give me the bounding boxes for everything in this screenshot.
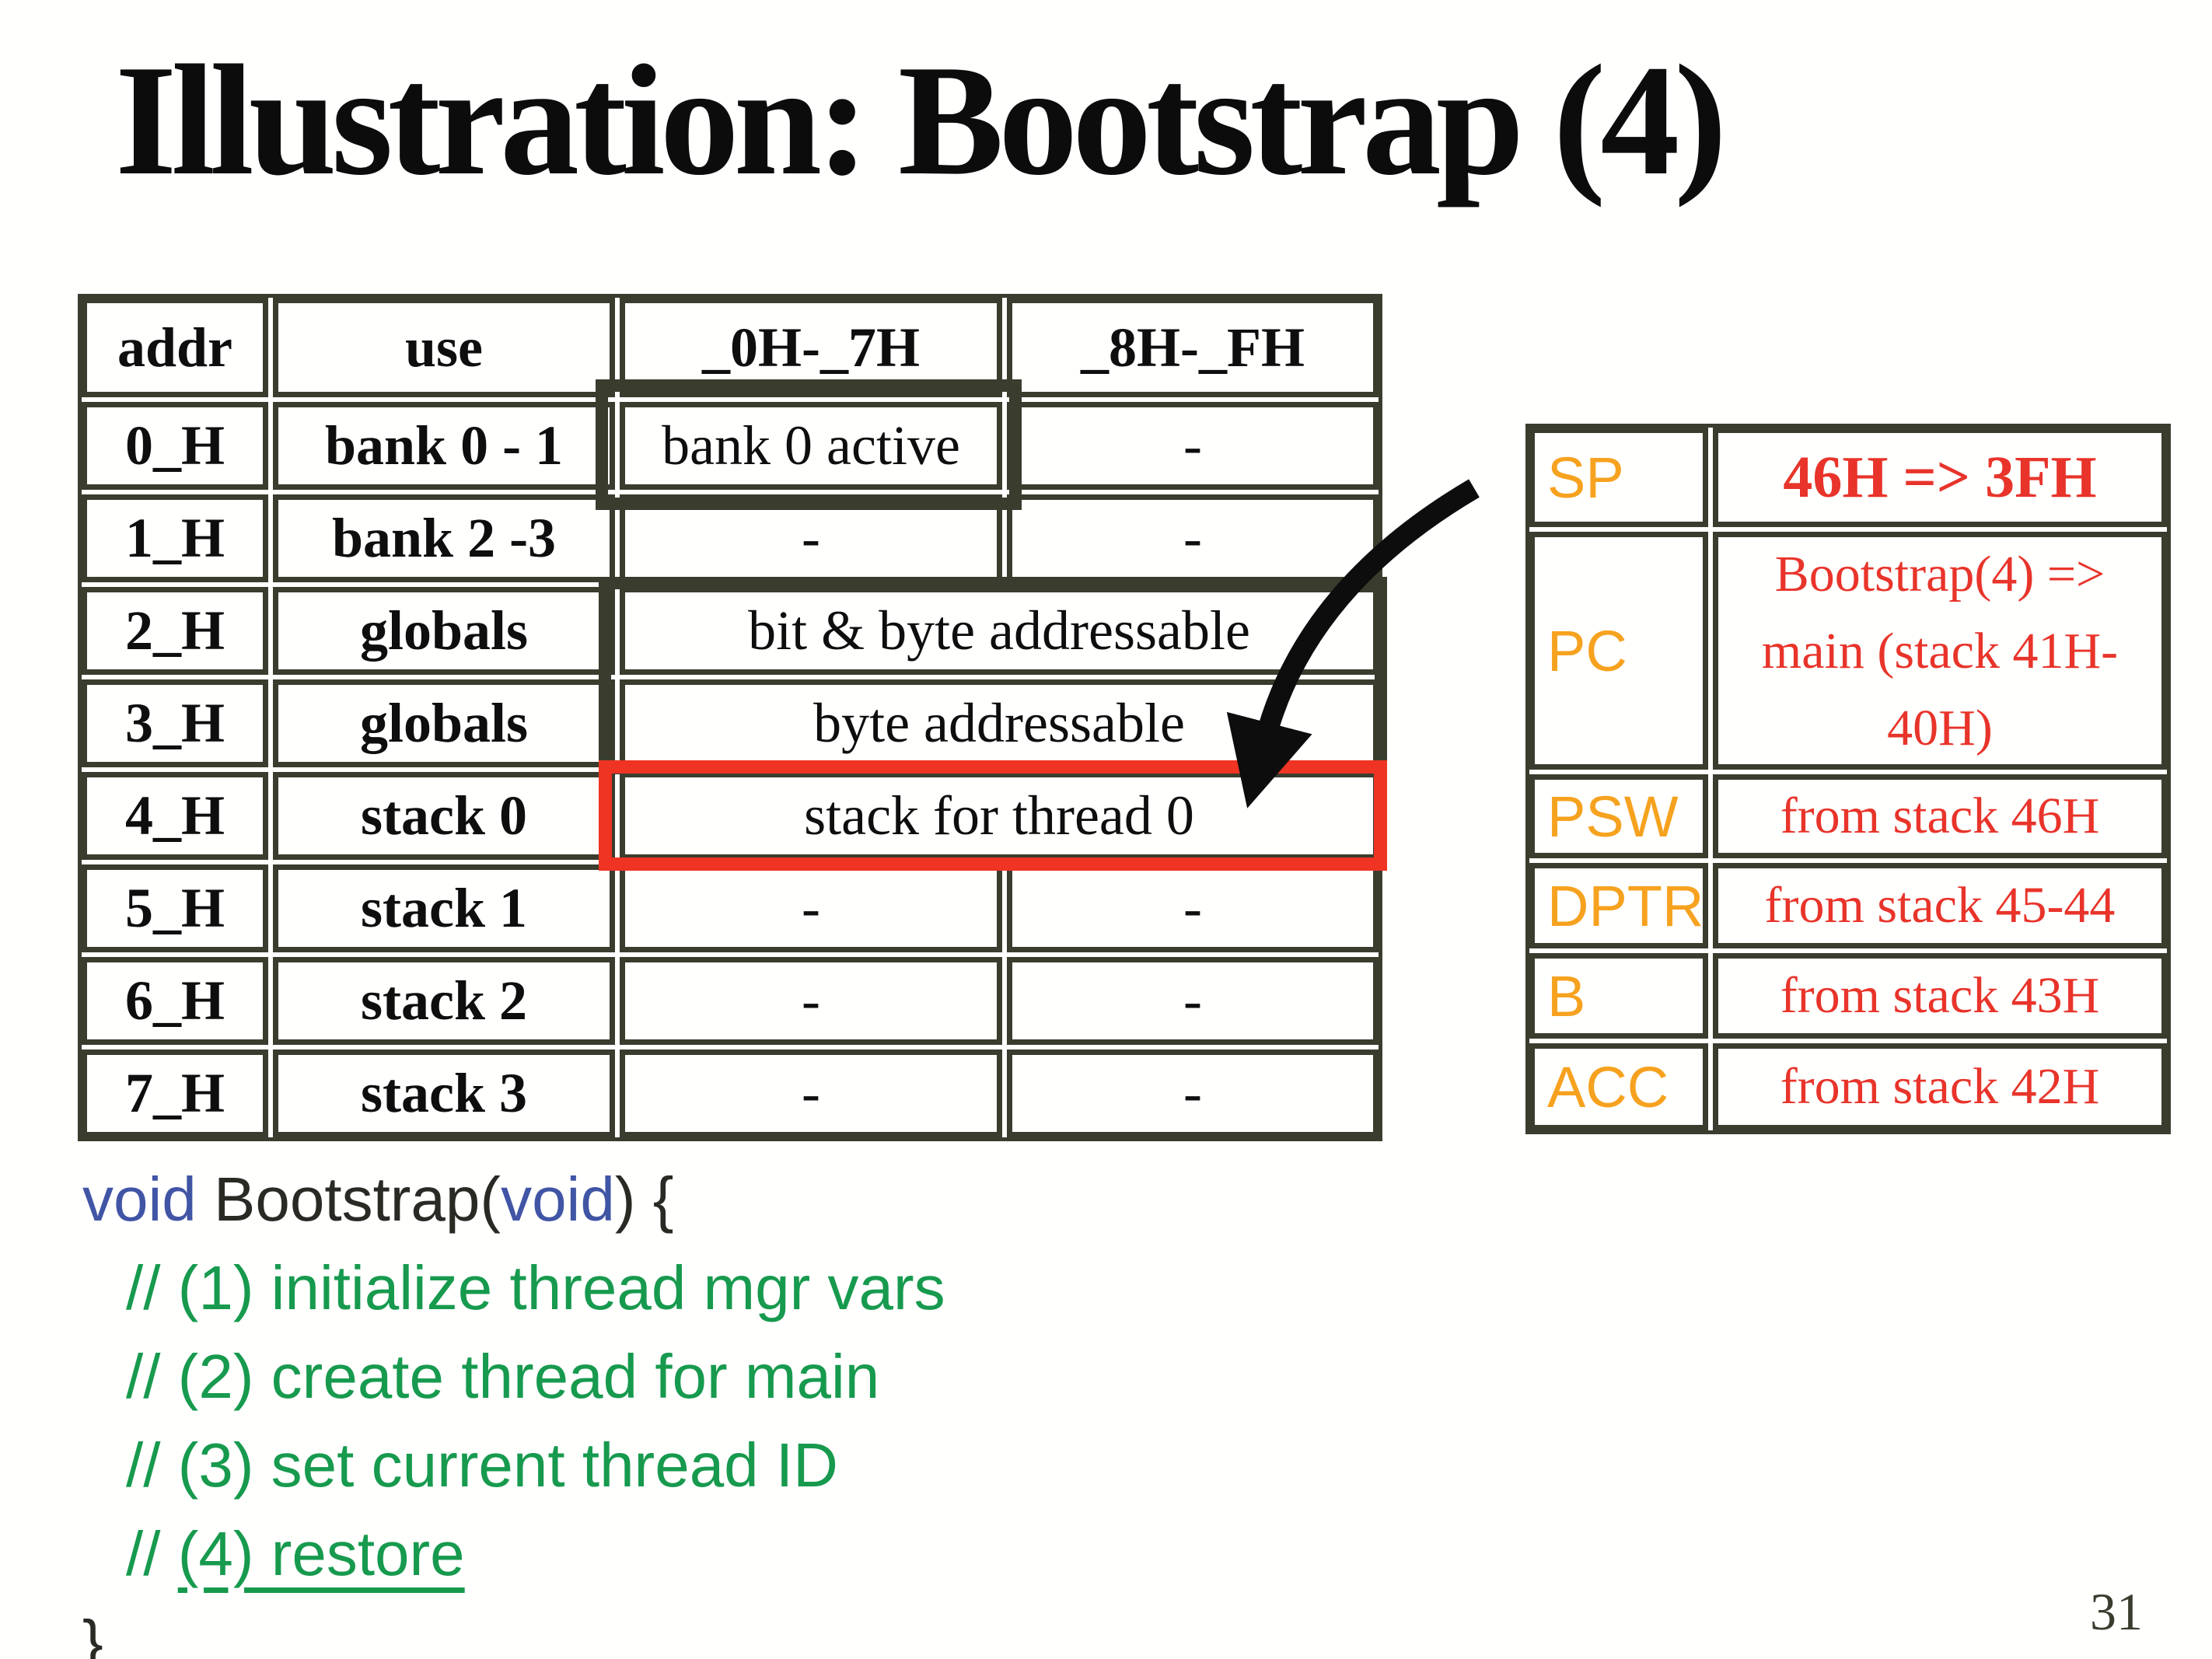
highlight-box-stack-thread0 — [599, 760, 1387, 871]
reg-label-dptr: DPTR — [1529, 863, 1708, 948]
code-comment-1: // (1) initialize thread mgr vars — [126, 1253, 945, 1322]
mem-use-cell: bank 0 - 1 — [273, 402, 615, 490]
page-number: 31 — [2090, 1582, 2143, 1641]
reg-value-acc: from stack 42H — [1713, 1043, 2167, 1130]
mem-value-cell: - — [620, 1050, 1002, 1137]
mem-addr-cell: 6_H — [82, 957, 268, 1045]
mem-header-high-nibble: _8H-_FH — [1007, 298, 1379, 397]
reg-value-sp: 46H => 3FH — [1713, 428, 2167, 527]
mem-value-cell-bank0-active: bank 0 active — [620, 402, 1002, 490]
memory-map-table: addr use _0H-_7H _8H-_FH 0_H bank 0 - 1 … — [78, 294, 1382, 1141]
reg-label-sp: SP — [1529, 428, 1708, 527]
reg-label-pc: PC — [1529, 532, 1708, 770]
mem-value-cell: - — [620, 864, 1002, 952]
reg-label-psw: PSW — [1529, 774, 1708, 858]
reg-label-b: B — [1529, 953, 1708, 1039]
mem-use-cell: bank 2 -3 — [273, 494, 615, 582]
mem-use-cell: stack 3 — [273, 1050, 615, 1137]
reg-value-dptr: from stack 45-44 — [1713, 863, 2167, 948]
page-title: Illustration: Bootstrap (4) — [115, 33, 1727, 208]
reg-value-b: from stack 43H — [1713, 953, 2167, 1039]
mem-value-cell-stack-thread0: stack for thread 0 — [620, 772, 1379, 860]
code-comment-underlined: (4) restore — [177, 1519, 465, 1588]
mem-addr-cell: 3_H — [82, 679, 268, 767]
code-comment-4: // (4) restore — [82, 1510, 945, 1598]
mem-addr-cell: 7_H — [82, 1050, 268, 1137]
mem-use-cell: stack 1 — [273, 864, 615, 952]
mem-value-cell: - — [1007, 957, 1379, 1045]
mem-addr-cell: 0_H — [82, 402, 268, 490]
code-text: ) { — [614, 1165, 674, 1234]
mem-value-cell: - — [1007, 864, 1379, 952]
mem-addr-cell: 5_H — [82, 864, 268, 952]
reg-value-pc: Bootstrap(4) => main (stack 41H-40H) — [1713, 532, 2167, 770]
mem-header-use: use — [273, 298, 615, 397]
mem-header-addr: addr — [82, 298, 268, 397]
mem-use-cell: stack 0 — [273, 772, 615, 860]
mem-use-cell: stack 2 — [273, 957, 615, 1045]
mem-use-cell: globals — [273, 679, 615, 767]
mem-value-cell: - — [1007, 402, 1379, 490]
code-text: Bootstrap( — [196, 1165, 501, 1234]
mem-addr-cell: 4_H — [82, 772, 268, 860]
mem-value-cell: - — [620, 957, 1002, 1045]
code-block: void Bootstrap(void) { // (1) initialize… — [82, 1155, 945, 1659]
reg-label-acc: ACC — [1529, 1043, 1708, 1130]
highlight-box-globals — [599, 577, 1387, 774]
mem-value-cell-bit-byte-addressable: bit & byte addressable — [620, 587, 1379, 675]
mem-use-cell: globals — [273, 587, 615, 675]
mem-addr-cell: 1_H — [82, 494, 268, 582]
reg-value-pc-text: Bootstrap(4) => main (stack 41H-40H) — [1761, 545, 2119, 756]
code-comment-2: // (2) create thread for main — [126, 1342, 880, 1411]
code-keyword: void — [82, 1165, 197, 1234]
mem-value-cell: - — [1007, 1050, 1379, 1137]
code-line-closing-brace: } — [82, 1608, 103, 1659]
mem-addr-cell: 2_H — [82, 587, 268, 675]
code-comment-prefix: // — [126, 1519, 178, 1588]
code-keyword: void — [501, 1165, 615, 1234]
reg-value-psw: from stack 46H — [1713, 774, 2167, 858]
register-table: SP 46H => 3FH PC Bootstrap(4) => main (s… — [1525, 424, 2171, 1134]
code-line-signature: void Bootstrap(void) { — [82, 1155, 945, 1244]
code-comment-3: // (3) set current thread ID — [126, 1430, 838, 1500]
highlight-box-bank0-active — [596, 379, 1022, 510]
mem-value-cell: - — [1007, 494, 1379, 582]
